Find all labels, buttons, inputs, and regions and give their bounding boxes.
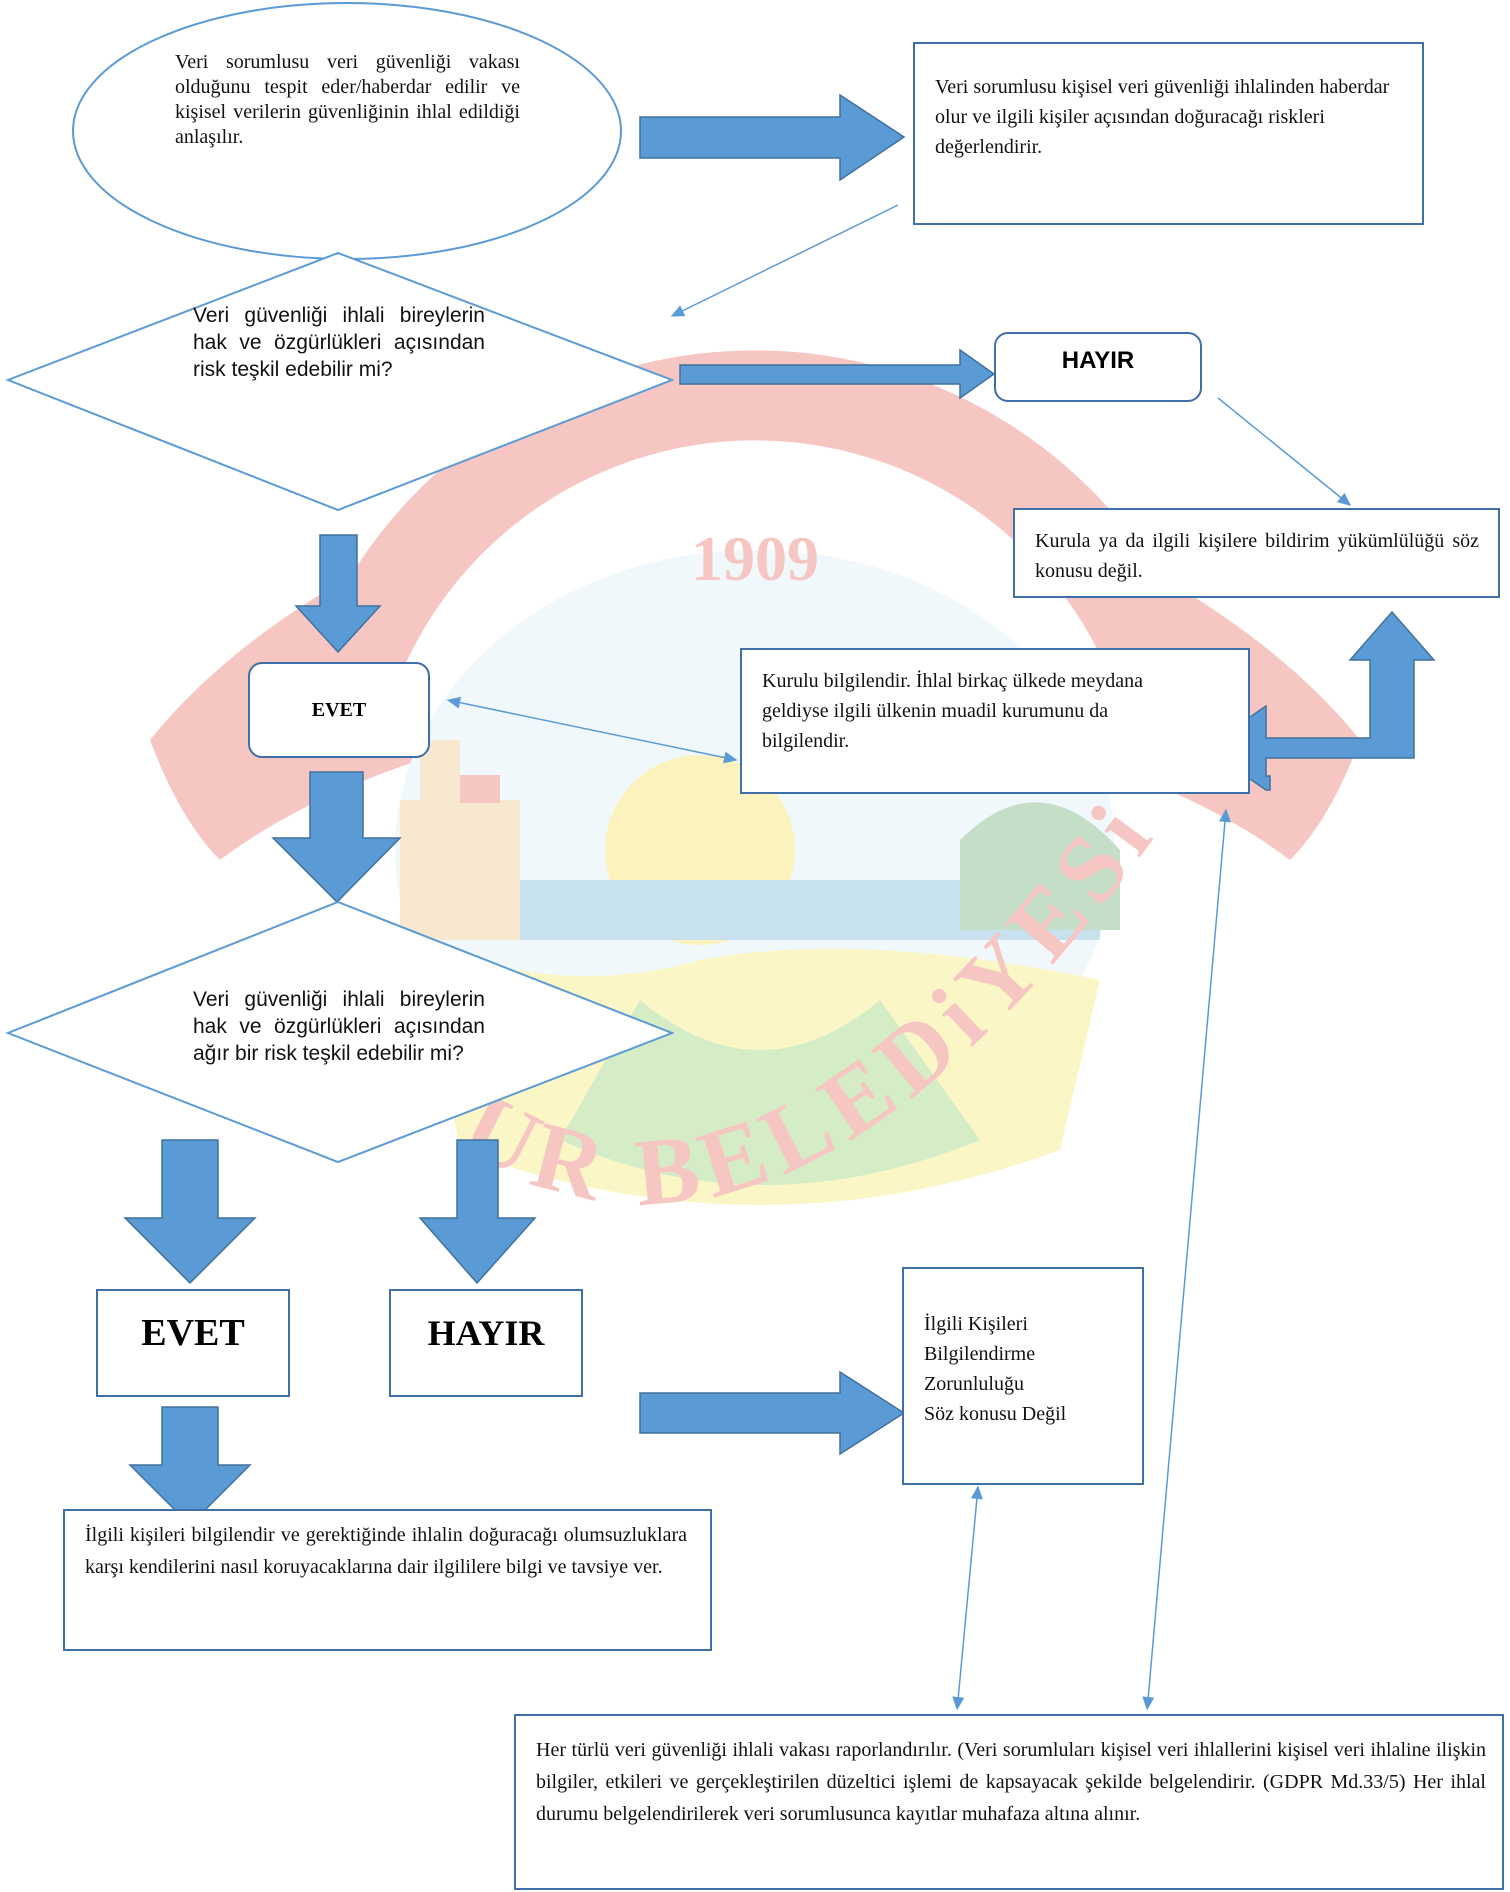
decision-risk-text: Veri güvenliği ihlali bireylerin hak ve … [193,304,485,381]
assess-risks-text: Veri sorumlusu kişisel veri güvenliği ih… [935,76,1390,158]
answer-hayir-top-label: HAYIR [1061,347,1135,374]
block-arrow-down-1 [294,534,382,654]
block-arrow-down-5 [128,1406,252,1527]
answer-hayir-top: HAYIR [994,332,1202,402]
answer-evet-mid-label: EVET [311,698,367,721]
report-text: Her türlü veri güvenliği ihlali vakası r… [536,1739,1486,1825]
answer-evet-bottom: EVET [96,1289,290,1397]
watermark-year: 1909 [691,523,819,594]
answer-evet-mid: EVET [248,662,430,758]
not-required-box: İlgili Kişileri Bilgilendirme Zorunluluğ… [902,1267,1144,1485]
not-required-line-2: Bilgilendirme [924,1343,1036,1365]
not-required-text: İlgili Kişileri Bilgilendirme Zorunluluğ… [924,1309,1134,1429]
connector-hayir-to-no-obligation [1217,397,1352,506]
decision-diamond-severe [5,900,675,1164]
watermark-sun [605,755,795,945]
answer-evet-bottom-label: EVET [141,1312,245,1354]
assess-risks-box: Veri sorumlusu kişisel veri güvenliği ih… [913,42,1424,225]
block-arrow-down-3 [123,1139,257,1285]
not-required-line-3: Zorunluluğu [924,1373,1024,1395]
watermark-grass [560,1000,980,1185]
connector-report-board [1142,808,1231,1711]
connector-assess-to-diamond [670,204,899,317]
decision-diamond-risk [5,251,675,512]
not-required-line-1: İlgili Kişileri [924,1313,1028,1335]
block-arrow-down-4 [418,1139,537,1285]
block-arrow-down-2 [271,771,402,904]
answer-hayir-bottom-label: HAYIR [427,1313,545,1353]
answer-hayir-bottom: HAYIR [389,1289,583,1397]
start-ellipse-text: Veri sorumlusu veri güvenliği vakası old… [175,51,520,148]
block-arrow-right-3 [639,1370,906,1456]
decision-severe-text: Veri güvenliği ihlali bireylerin hak ve … [193,988,485,1065]
watermark-mountain [960,802,1120,930]
watermark-castle [400,800,520,940]
inform-persons-text: İlgili kişileri bilgilendir ve gerektiği… [85,1524,687,1578]
report-box: Her türlü veri güvenliği ihlali vakası r… [514,1714,1504,1890]
block-arrow-right-2 [679,348,996,400]
block-arrow-right-1 [639,93,906,182]
connector-report-not-required [952,1485,983,1711]
no-obligation-text: Kurula ya da ilgili kişilere bildirim yü… [1035,530,1479,582]
watermark-sea [420,880,1100,940]
inform-board-box: Kurulu bilgilendir. İhlal birkaç ülkede … [740,648,1250,794]
watermark-flag [460,775,500,803]
inform-board-text: Kurulu bilgilendir. İhlal birkaç ülkede … [762,670,1143,752]
inform-persons-box: İlgili kişileri bilgilendir ve gerektiği… [63,1509,712,1651]
not-required-line-4: Söz konusu Değil [924,1403,1067,1425]
no-obligation-box: Kurula ya da ilgili kişilere bildirim yü… [1013,508,1500,598]
connector-evet-board [446,696,738,764]
